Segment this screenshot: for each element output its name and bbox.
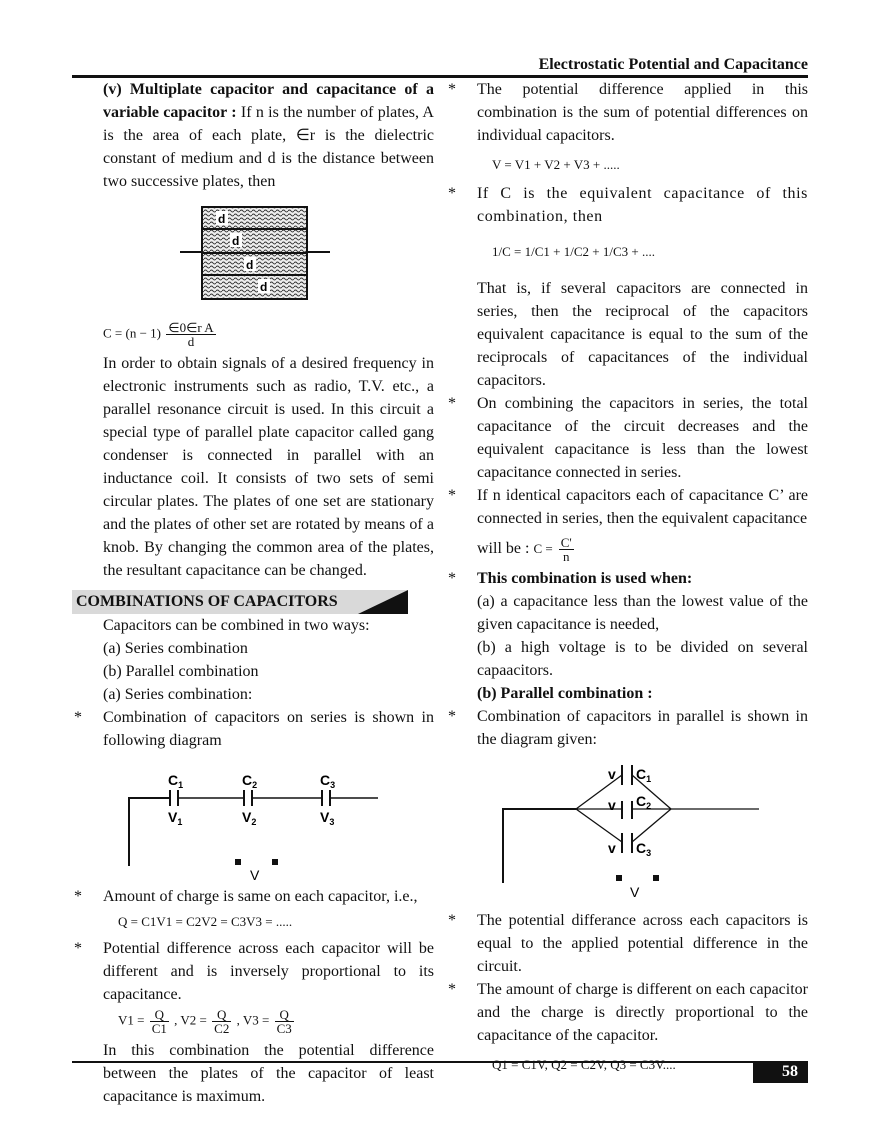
gap-label-d1: d (218, 212, 225, 226)
series-cap-label-2: C2 (242, 772, 257, 790)
series-cap-label-3: C3 (320, 772, 335, 790)
least-capacitance-note: In this combination the potential differ… (103, 1042, 434, 1105)
parallel-heading: (b) Parallel combination : (477, 685, 653, 702)
series-volt-label-3: V3 (320, 809, 334, 827)
bullet-equivalent: * If C is the equivalent capacitance of … (448, 185, 808, 225)
bullet-same-pd: * The potential differance across each c… (448, 912, 808, 975)
section-heading-text: COMBINATIONS OF CAPACITORS (76, 593, 338, 610)
parallel-charge-equation: Q1 = C1V, Q2 = C2V, Q3 = C3V.... (492, 1057, 676, 1072)
way-a: (a) Series combination (103, 640, 248, 657)
page-number: 58 (753, 1061, 808, 1083)
formula-fraction: ∈0∈r A d (166, 320, 216, 349)
multiplate-heading: (v) Multiplate capacitor and capacitance… (103, 81, 434, 121)
bullet-identical: * If n identical capacitors each of capa… (448, 487, 808, 527)
left-column: (v) Multiplate capacitor and capacitance… (72, 78, 434, 1108)
used-when-a: (a) a capacitance less than the lowest v… (477, 593, 808, 633)
terminal-right (272, 859, 278, 865)
parallel-volt-label-2: v (608, 797, 616, 813)
bullet-used-when: * This combination is used when: (448, 570, 693, 587)
multiplate-formula: C = (n − 1) ∈0∈r A d (72, 321, 434, 348)
parallel-volt-label-1: v (608, 766, 616, 782)
parallel-volt-label-3: v (608, 840, 616, 856)
gap-label-d4: d (260, 280, 267, 294)
heading-wedge-decoration (358, 590, 408, 614)
right-column: * The potential difference applied in th… (446, 78, 808, 1080)
terminal-left (616, 875, 622, 881)
bullet-charge-same: * Amount of charge is same on each capac… (74, 888, 418, 905)
source-voltage-label: V (250, 867, 260, 881)
series-volt-label-2: V2 (242, 809, 256, 827)
parallel-cap-label-3: C3 (636, 840, 651, 858)
series-cap-label-1: C1 (168, 772, 183, 790)
bullet-star: * (74, 709, 82, 726)
charge-equation: Q = C1V1 = C2V2 = C3V3 = ..... (118, 914, 293, 929)
bullet-pd-inverse: * Potential difference across each capac… (74, 940, 434, 1003)
formula-lhs: C = (n − 1) (103, 325, 161, 341)
terminal-left (235, 859, 241, 865)
reciprocal-paragraph: That is, if several capacitors are conne… (477, 280, 808, 389)
multiplate-capacitor-diagram: d d d d (180, 206, 330, 300)
equivalent-equation: 1/C = 1/C1 + 1/C2 + 1/C3 + .... (492, 244, 655, 259)
series-circuit-diagram: C1 C2 C3 V1 V2 V3 V (128, 772, 378, 881)
used-when-b: (b) a high voltage is to be divided on s… (477, 639, 808, 679)
gang-condenser-paragraph: In order to obtain signals of a desired … (103, 355, 434, 579)
sum-pd-equation: V = V1 + V2 + V3 + ..... (492, 157, 620, 172)
parallel-cap-label-2: C2 (636, 793, 651, 811)
multiplate-intro: If n is the number of plates, A is the a… (103, 104, 434, 190)
multiplate-paragraph: (v) Multiplate capacitor and capacitance… (72, 78, 434, 193)
bullet-series-diagram: * Combination of capacitors on series is… (72, 706, 434, 752)
section-heading: COMBINATIONS OF CAPACITORS (72, 590, 408, 614)
series-volt-label-1: V1 (168, 809, 182, 827)
bullet-charge-different: * The amount of charge is different on e… (448, 981, 808, 1044)
gap-label-d2: d (232, 234, 239, 248)
gap-label-d3: d (246, 258, 253, 272)
bullet-parallel-diagram: * Combination of capacitors in parallel … (448, 708, 808, 748)
bullet-decrease: * On combining the capacitors in series,… (448, 395, 808, 481)
parallel-circuit-diagram: v v v C1 C2 C3 V (502, 765, 759, 900)
bullet-sum-pd: * The potential difference applied in th… (448, 81, 808, 144)
ways-intro: Capacitors can be combined in two ways: (103, 617, 370, 634)
source-voltage-label: V (630, 884, 640, 900)
header-rule (72, 75, 808, 78)
identical-equation: will be : C = C'n (477, 535, 574, 564)
way-b: (b) Parallel combination (103, 663, 259, 680)
parallel-cap-label-1: C1 (636, 766, 651, 784)
running-header-title: Electrostatic Potential and Capacitance (538, 56, 808, 73)
footer-rule (72, 1061, 808, 1063)
series-subheading: (a) Series combination: (103, 686, 253, 703)
terminal-right (653, 875, 659, 881)
